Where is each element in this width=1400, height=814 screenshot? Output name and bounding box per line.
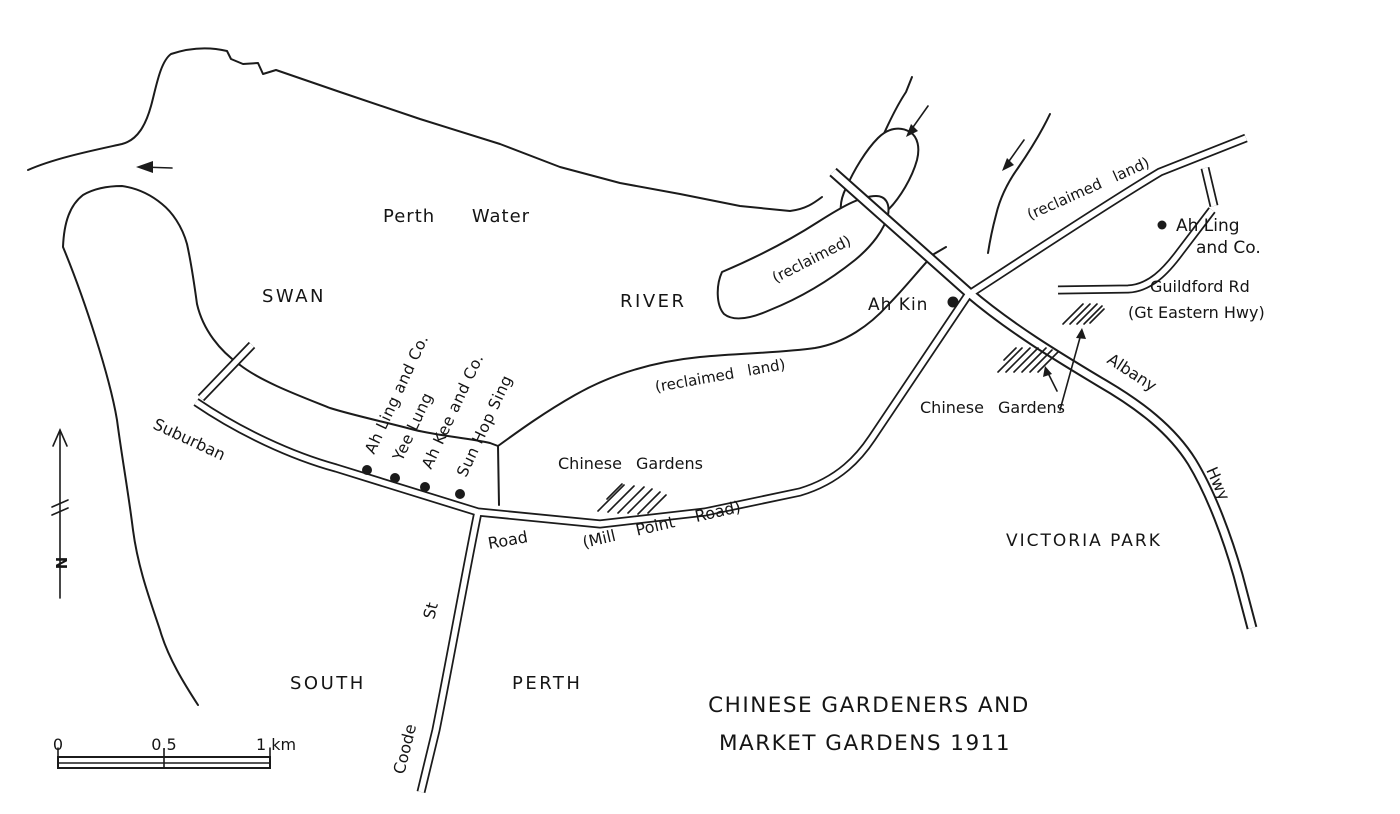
site-dot-ah-kin [947,296,959,308]
flow-arrows [136,105,1025,173]
label-st: St [419,600,441,621]
flow-arrow-mid [910,105,929,131]
north-arrow: N [51,428,71,599]
site-dot-yee-lung [390,473,400,483]
flow-arrow-east [1006,139,1025,165]
site-dot-ah-ling-left [362,465,372,475]
label-site-ah-kin: Ah Kin [868,295,928,315]
island-reclaimed [716,195,890,320]
flow-arrow-west-head [136,161,153,173]
label-guildford-rd: Guildford Rd [1150,277,1250,296]
label-chinese-gardens-right: Chinese Gardens [920,398,1065,417]
label-road-word: Road [486,527,529,553]
garden-hatch-albany-west [997,347,1059,373]
label-coode: Coode [389,722,420,776]
label-river: RIVER [620,291,687,312]
peninsula-shoreline [62,185,500,706]
road-fills [194,135,1256,793]
label-gt-eastern-hwy: (Gt Eastern Hwy) [1128,303,1265,322]
garden-leader-arrows [1043,328,1086,411]
flow-arrow-east-head [1002,158,1014,171]
scale-one-km: 1 km [256,735,296,754]
label-site-ah-ling-right-line1: Ah Ling [1176,216,1240,236]
label-swan: SWAN [262,286,326,307]
label-chinese-gardens-left: Chinese Gardens [558,454,703,473]
garden-site-dots [362,220,1167,499]
leader-arrow-long-head [1076,328,1086,339]
reclaimed-flat-shoreline [497,246,947,447]
map-title-line2: MARKET GARDENS 1911 [719,731,1011,756]
garden-hatch-albany-east [1062,303,1105,325]
label-south: SOUTH [290,673,366,694]
channel-east-bank [987,113,1051,254]
map-title-line1: CHINESE GARDENERS AND [708,693,1030,718]
label-victoria-park: VICTORIA PARK [1006,531,1162,551]
label-suburban: Suburban [150,414,228,464]
leader-arrow-long [1059,333,1082,411]
site-dot-ah-ling-right [1157,220,1167,230]
scale-half: 0.5 [151,735,176,754]
flow-arrow-mid-head [906,124,918,137]
north-shoreline [27,47,823,212]
site-dot-ah-kee [420,482,430,492]
scale-zero: 0 [53,735,63,754]
label-perth: PERTH [512,673,582,694]
label-site-ah-ling-right-line2: and Co. [1196,238,1261,258]
garden-hatch-south-perth [597,483,667,515]
leader-arrow-short-head [1043,366,1052,377]
north-label: N [53,557,71,570]
scale-bar: 0 0.5 1 km [53,735,296,769]
site-dot-sun-hop-sing [455,489,465,499]
label-perth-water: Perth Water [383,206,530,227]
